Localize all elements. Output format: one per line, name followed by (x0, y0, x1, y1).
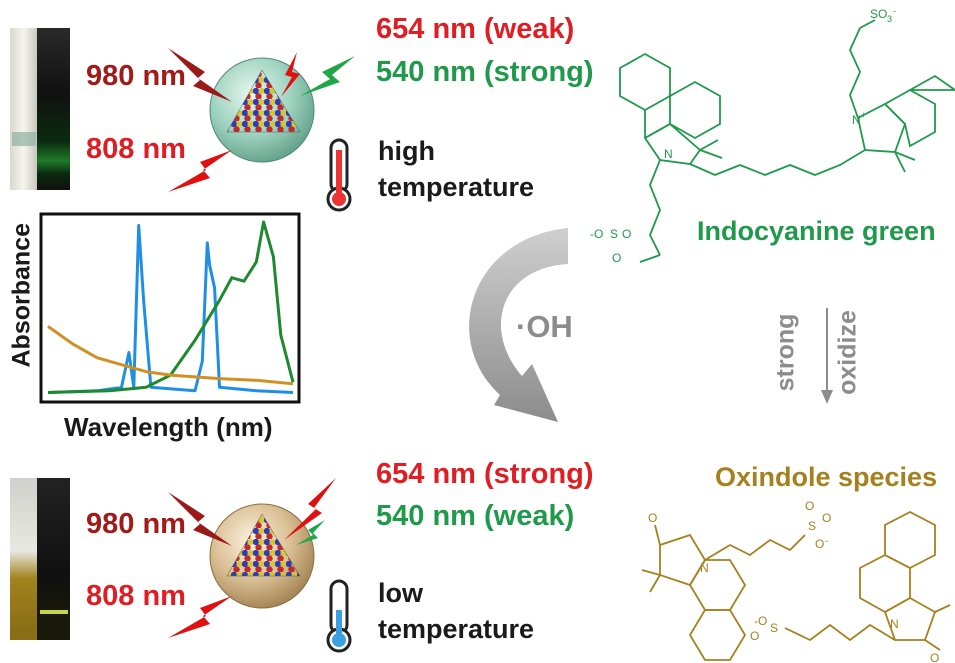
svg-text:S: S (610, 227, 618, 241)
chart-ylabel: Absorbance (7, 223, 36, 368)
temp-high-line2: temperature (378, 172, 535, 202)
chart-series-0 (47, 224, 294, 394)
temp-low-line2: temperature (378, 614, 535, 644)
chart-frame (39, 212, 301, 404)
laser-808-top-label: 808 nm (86, 133, 186, 165)
nanoparticle-bottom (209, 503, 315, 609)
svg-text:O: O (822, 511, 831, 525)
svg-text:O: O (805, 499, 814, 513)
svg-text:S: S (808, 519, 816, 533)
emission-red-bottom-icon (284, 478, 336, 540)
thermometer-low-icon (326, 579, 352, 653)
emission-green-bottom-icon (296, 520, 325, 545)
svg-text:O: O (612, 251, 621, 265)
svg-text:N: N (664, 147, 673, 161)
laser-980-bottom-label: 980 nm (86, 508, 186, 540)
laser-808-bottom-icon (168, 596, 232, 638)
svg-text:O: O (930, 651, 939, 663)
laser-808-bottom-label: 808 nm (86, 580, 186, 612)
svg-text:-O: -O (590, 227, 603, 241)
thermometer-high-icon (326, 138, 352, 212)
svg-text:-: - (893, 6, 896, 16)
chart-xlabel: Wavelength (nm) (64, 412, 273, 442)
icg-name-label: Indocyanine green (697, 216, 936, 246)
emission-green-top-icon (300, 56, 355, 96)
temp-high-line1: high (378, 136, 435, 166)
emission-654-bottom-label: 654 nm (strong) (376, 458, 594, 490)
svg-text:S: S (770, 621, 778, 635)
emission-540-top-label: 540 nm (strong) (376, 56, 594, 88)
chart-series-2 (47, 325, 294, 386)
emission-654-top-label: 654 nm (weak) (376, 13, 575, 45)
svg-text:O: O (750, 629, 759, 643)
oxindole-structure-right (784, 510, 951, 651)
emission-red-top-icon (281, 52, 300, 97)
laser-980-bottom-icon (168, 492, 232, 546)
oxidize-oxidize-label: oxidize (833, 310, 862, 395)
svg-text:N: N (852, 113, 861, 127)
svg-text:-: - (825, 536, 828, 546)
oxidize-arrow (821, 308, 833, 404)
oxindole-name-label: Oxindole species (715, 462, 938, 492)
chart-series-1 (47, 220, 295, 394)
svg-text:+: + (861, 110, 866, 120)
laser-980-top-icon (168, 48, 232, 102)
svg-text:N: N (890, 617, 899, 631)
laser-808-top-icon (168, 150, 232, 192)
radical-label: ·OH (516, 309, 573, 344)
svg-text:3: 3 (887, 14, 892, 24)
svg-text:-O: -O (754, 614, 767, 628)
oh-curved-arrow (469, 228, 568, 422)
svg-text:SO: SO (870, 7, 887, 21)
svg-text:O: O (648, 511, 657, 525)
emission-540-bottom-label: 540 nm (weak) (376, 500, 575, 532)
temp-low-line1: low (378, 578, 423, 608)
svg-text:O: O (622, 227, 631, 241)
absorbance-chart (39, 212, 301, 404)
icg-structure (619, 19, 955, 263)
oxidize-strong-label: strong (771, 313, 800, 392)
laser-980-top-label: 980 nm (86, 60, 186, 92)
svg-text:O: O (815, 537, 824, 551)
oxindole-structure-left (641, 524, 806, 661)
nanoparticle-top (209, 57, 315, 163)
vial-photo-bottom (10, 478, 70, 640)
svg-text:N: N (700, 561, 709, 575)
vial-photo-top (10, 28, 70, 190)
